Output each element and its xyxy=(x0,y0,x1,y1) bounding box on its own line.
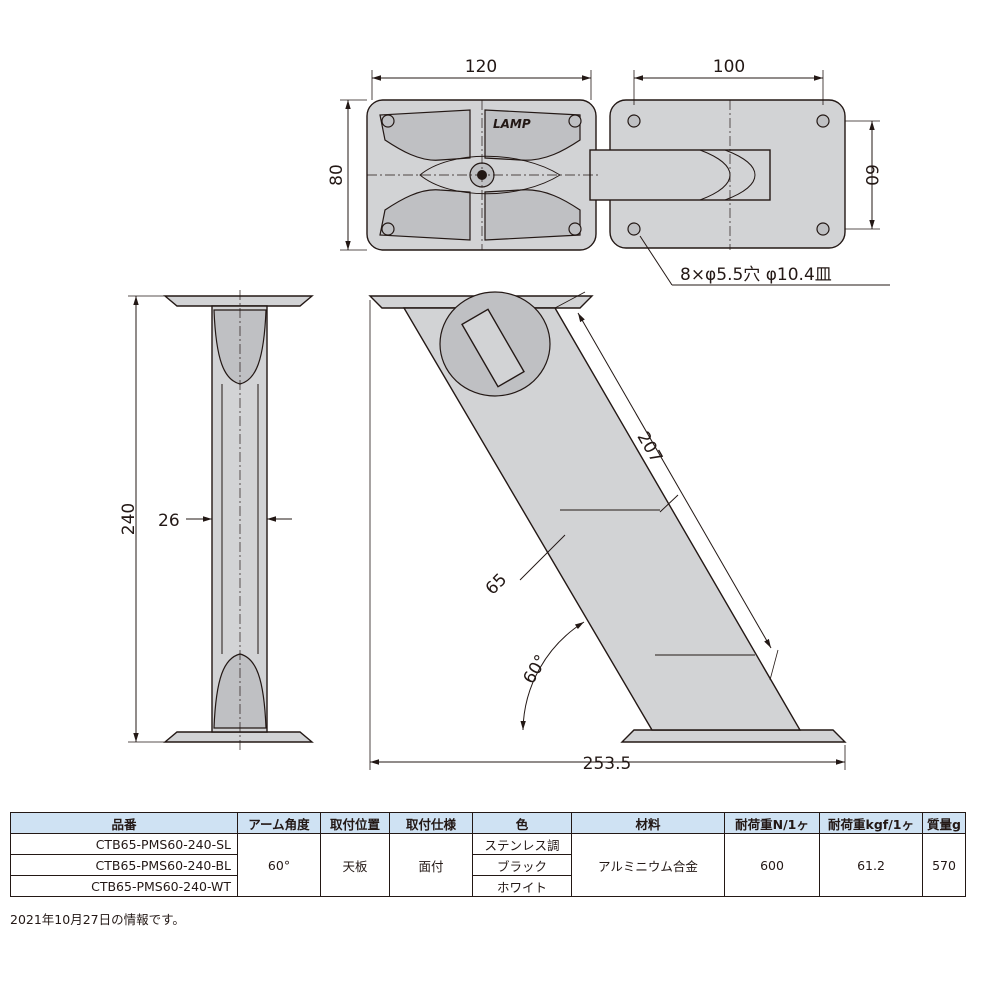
header-load-n: 耐荷重N/1ヶ xyxy=(724,812,820,834)
dim-65: 65 xyxy=(482,570,511,599)
dim-26: 26 xyxy=(158,511,180,531)
color-cell: ホワイト xyxy=(472,875,572,897)
front-bottom-plate xyxy=(163,731,314,743)
mounting-hole xyxy=(568,114,582,128)
dim-253: 253.5 xyxy=(583,754,632,774)
mounting-hole xyxy=(381,222,395,236)
header-mass: 質量g xyxy=(922,812,966,834)
position-cell: 天板 xyxy=(320,833,390,897)
part-number-cell: CTB65-PMS60-240-BL xyxy=(10,854,238,876)
dim-60: 60 xyxy=(861,164,881,186)
mass-cell: 570 xyxy=(922,833,966,897)
table-row: CTB65-PMS60-240-WT ホワイト xyxy=(10,875,966,897)
hole-note: 8×φ5.5穴 φ10.4皿 xyxy=(680,265,832,285)
dim-120: 120 xyxy=(465,57,497,77)
header-spec: 取付仕様 xyxy=(389,812,473,834)
dim-100: 100 xyxy=(713,57,745,77)
load-kgf-cell: 61.2 xyxy=(819,833,923,897)
part-number-cell: CTB65-PMS60-240-WT xyxy=(10,875,238,897)
spec-cell: 面付 xyxy=(389,833,473,897)
material-cell: アルミニウム合金 xyxy=(571,833,725,897)
mounting-hole xyxy=(816,114,830,128)
dim-240: 240 xyxy=(119,503,139,535)
footnote: 2021年10月27日の情報です。 xyxy=(10,912,185,927)
side-bottom-plate xyxy=(620,729,847,743)
table-header-row: 品番 アーム角度 取付位置 取付仕様 色 材料 耐荷重N/1ヶ 耐荷重kgf/1… xyxy=(10,812,966,834)
top-view: LAMP 120 100 80 60 8×φ5.5穴 φ1 xyxy=(327,57,890,286)
header-load-kgf: 耐荷重kgf/1ヶ xyxy=(819,812,923,834)
front-top-plate xyxy=(163,295,314,307)
mounting-hole xyxy=(568,222,582,236)
arm-angle-cell: 60° xyxy=(237,833,321,897)
header-color: 色 xyxy=(472,812,572,834)
brand-logo: LAMP xyxy=(493,117,531,131)
top-arm xyxy=(589,149,771,201)
mounting-hole xyxy=(381,114,395,128)
spec-table: 品番 アーム角度 取付位置 取付仕様 色 材料 耐荷重N/1ヶ 耐荷重kgf/1… xyxy=(10,812,966,897)
header-arm-angle: アーム角度 xyxy=(237,812,321,834)
part-number-cell: CTB65-PMS60-240-SL xyxy=(10,833,238,855)
header-part-number: 品番 xyxy=(10,812,238,834)
color-cell: ステンレス調 xyxy=(472,833,572,855)
header-material: 材料 xyxy=(571,812,725,834)
dim-80: 80 xyxy=(327,164,347,186)
load-n-cell: 600 xyxy=(724,833,820,897)
front-pipe xyxy=(211,305,268,733)
mounting-hole xyxy=(627,114,641,128)
table-row: CTB65-PMS60-240-SL 60° 天板 面付 ステンレス調 アルミニ… xyxy=(10,833,966,897)
header-position: 取付位置 xyxy=(320,812,390,834)
front-view: 240 26 xyxy=(119,290,314,750)
mounting-hole xyxy=(816,222,830,236)
technical-drawing: LAMP 120 100 80 60 8×φ5.5穴 φ1 xyxy=(119,57,890,774)
color-cell: ブラック xyxy=(472,854,572,876)
side-view: 207 65 60° 253.5 xyxy=(368,291,847,774)
mounting-hole xyxy=(627,222,641,236)
